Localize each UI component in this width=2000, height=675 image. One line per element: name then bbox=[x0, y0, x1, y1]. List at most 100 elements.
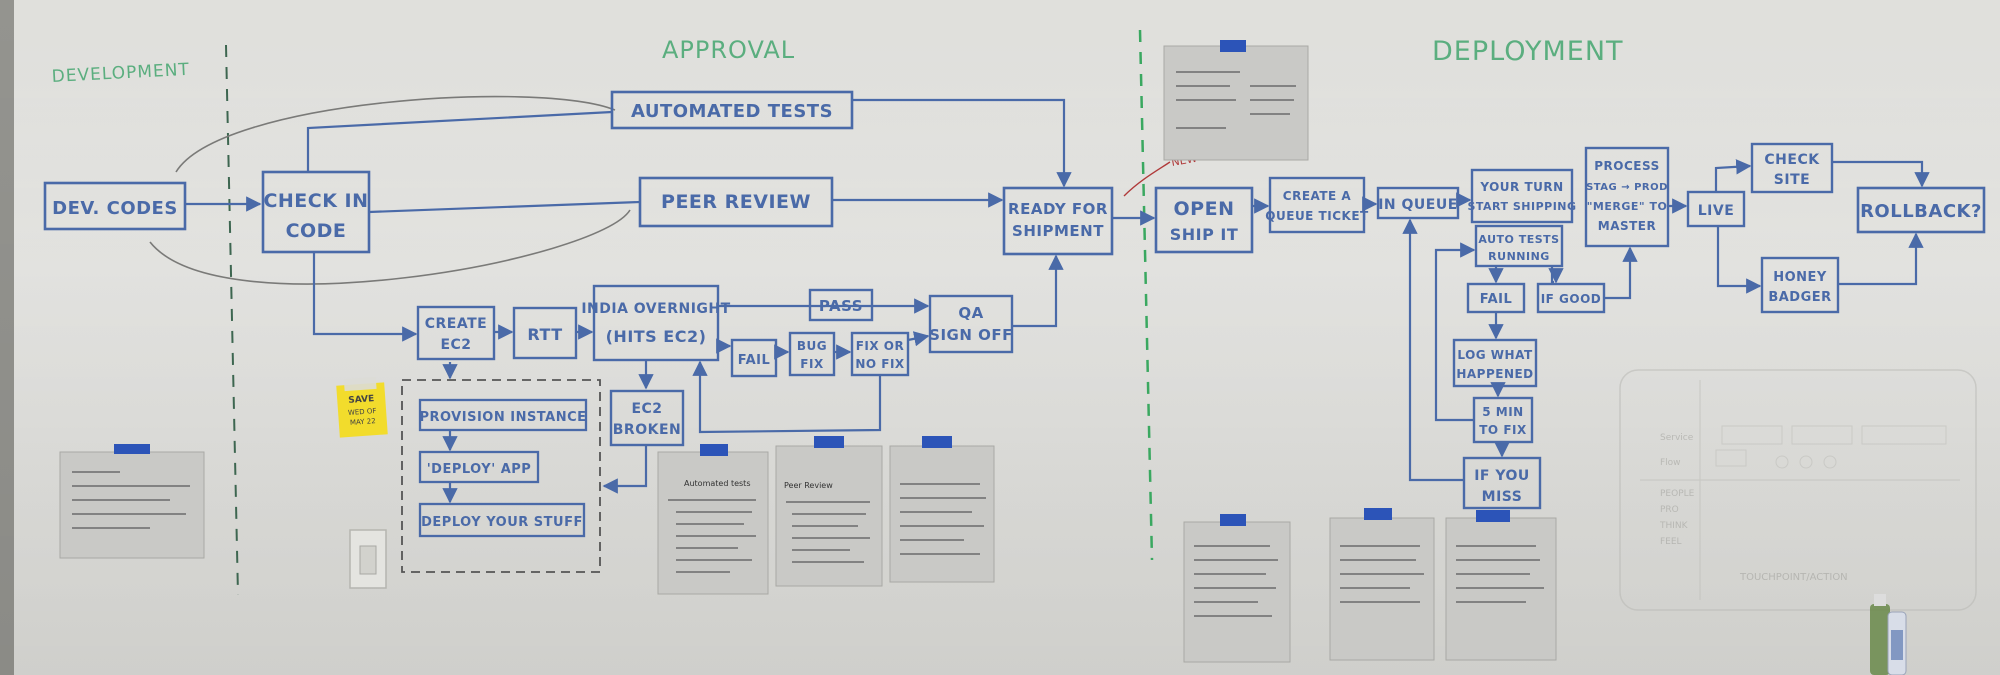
node-check-site: CHECK SITE bbox=[1750, 142, 1834, 194]
node-deploy-your-stuff: DEPLOY YOUR STUFF bbox=[418, 502, 586, 538]
arrow-checkin-to-ec2 bbox=[312, 252, 418, 342]
node-if-you-miss: IF YOU MISS bbox=[1462, 456, 1542, 510]
node-honey-badger-label-1: HONEY bbox=[1773, 270, 1827, 285]
divider-deployment bbox=[1138, 29, 1154, 561]
connectors bbox=[185, 98, 1930, 504]
node-provision-label: PROVISION INSTANCE bbox=[419, 410, 586, 425]
spray-bottles bbox=[1870, 594, 1907, 675]
arrow-miss-to-queue bbox=[1402, 218, 1464, 482]
node-auto-tests-label-2: RUNNING bbox=[1488, 250, 1550, 263]
node-ec2-broken-label-1: EC2 bbox=[631, 401, 662, 417]
node-automated-tests-label: AUTOMATED TESTS bbox=[631, 101, 833, 122]
node-your-turn-label-1: YOUR TURN bbox=[1479, 180, 1563, 194]
arrow-fivemin-to-auto bbox=[1434, 242, 1476, 422]
line-checkin-to-autotests bbox=[306, 110, 613, 172]
node-log-label-1: LOG WHAT bbox=[1457, 348, 1533, 362]
faint-sketch-row-2: Flow bbox=[1660, 458, 1681, 468]
node-deploy-stuff-label: DEPLOY YOUR STUFF bbox=[421, 515, 583, 530]
new-step-pointer bbox=[1123, 161, 1171, 197]
node-create-ec2-label-1: CREATE bbox=[425, 316, 487, 332]
paper-top-deploy bbox=[1163, 40, 1309, 161]
node-fix-or-no-fix: FIX OR NO FIX bbox=[850, 331, 910, 377]
section-approval: APPROVAL bbox=[662, 36, 795, 64]
node-your-turn: YOUR TURN START SHIPPING bbox=[1467, 168, 1576, 224]
node-fix-or-label-2: NO FIX bbox=[855, 357, 905, 371]
node-ec2-broken-label-2: BROKEN bbox=[613, 422, 681, 438]
node-ready-for-shipment: READY FOR SHIPMENT bbox=[1002, 186, 1114, 256]
node-your-turn-label-2: START SHIPPING bbox=[1467, 200, 1576, 213]
node-queue-ticket-label-2: QUEUE TICKET bbox=[1265, 209, 1369, 223]
paper-bottom-2 bbox=[1329, 508, 1435, 661]
paper-qa bbox=[889, 436, 995, 583]
node-dev-codes-label: DEV. CODES bbox=[52, 198, 178, 219]
feedback-curve-top bbox=[175, 95, 616, 173]
paper-automated-tests-title: Automated tests bbox=[684, 479, 750, 488]
node-peer-review-label: PEER REVIEW bbox=[661, 191, 811, 213]
node-ready-label-1: READY FOR bbox=[1008, 200, 1108, 218]
node-open-label-2: SHIP IT bbox=[1170, 225, 1239, 244]
node-open-ship-it: OPEN SHIP IT bbox=[1154, 186, 1254, 254]
node-log-label-2: HAPPENED bbox=[1456, 367, 1533, 381]
arrow-live-to-badger bbox=[1716, 226, 1762, 294]
light-switch bbox=[349, 529, 387, 589]
ec2-setup-group bbox=[401, 379, 601, 573]
faint-sketch-row-1: Service bbox=[1660, 433, 1694, 443]
node-automated-tests: AUTOMATED TESTS bbox=[610, 90, 854, 130]
node-india-overnight: INDIA OVERNIGHT (HITS EC2) bbox=[581, 284, 730, 362]
faint-sketch-row-3: PEOPLE bbox=[1660, 489, 1695, 499]
node-check-in-label-1: CHECK IN bbox=[263, 190, 368, 212]
paper-bottom-1 bbox=[1183, 514, 1291, 663]
faint-sketch-row-5: THINK bbox=[1659, 521, 1689, 531]
node-live-label: LIVE bbox=[1698, 203, 1735, 219]
paper-peer-review-title: Peer Review bbox=[784, 481, 833, 490]
feedback-curve-bottom bbox=[149, 209, 631, 285]
node-process-label-4: MASTER bbox=[1598, 219, 1657, 233]
node-qa-label-2: SIGN OFF bbox=[929, 326, 1013, 344]
node-process-label-2: STAG → PROD bbox=[1586, 182, 1668, 193]
faint-sketch-row-6: FEEL bbox=[1660, 537, 1682, 547]
node-if-good-label: IF GOOD bbox=[1541, 292, 1602, 306]
faint-sketch-row-4: PRO bbox=[1660, 505, 1679, 515]
node-rtt-label: RTT bbox=[527, 325, 562, 344]
node-if-you-label-2: MISS bbox=[1482, 489, 1523, 505]
node-create-ec2-label-2: EC2 bbox=[440, 337, 471, 353]
faint-service-blueprint-sketch: Service Flow PEOPLE PRO THINK FEEL TOUCH… bbox=[1619, 369, 1977, 611]
arrow-autotests-to-ready bbox=[852, 98, 1072, 188]
sticky-note-line-3: MAY 22 bbox=[350, 417, 376, 427]
paper-peer-review: Peer Review bbox=[775, 436, 883, 587]
arrow-fix-loop-to-india bbox=[692, 360, 882, 434]
node-bug-fix-label-2: FIX bbox=[800, 357, 824, 371]
node-process-label-1: PROCESS bbox=[1594, 159, 1660, 173]
node-india-label-1: INDIA OVERNIGHT bbox=[581, 301, 730, 317]
node-if-you-label-1: IF YOU bbox=[1474, 468, 1530, 484]
sticky-note-line-1: SAVE bbox=[348, 394, 375, 406]
node-rollback: ROLLBACK? bbox=[1856, 186, 1986, 234]
node-in-queue-label: IN QUEUE bbox=[1378, 197, 1458, 213]
node-bug-fix-label-1: BUG bbox=[797, 339, 827, 353]
node-auto-tests-running: AUTO TESTS RUNNING bbox=[1474, 224, 1564, 268]
node-queue-ticket-label-1: CREATE A bbox=[1283, 189, 1352, 203]
sticky-note-line-2: WED OF bbox=[348, 407, 377, 417]
node-provision-instance: PROVISION INSTANCE bbox=[418, 398, 588, 432]
section-deployment: DEPLOYMENT bbox=[1432, 36, 1624, 67]
node-ready-label-2: SHIPMENT bbox=[1012, 222, 1104, 240]
node-open-label-1: OPEN bbox=[1174, 198, 1235, 220]
line-checkin-to-peer bbox=[368, 200, 641, 214]
paper-bottom-3 bbox=[1445, 510, 1557, 661]
node-fail-deploy-label: FAIL bbox=[1480, 292, 1513, 307]
node-fix-or-label-1: FIX OR bbox=[856, 339, 905, 353]
node-qa-sign-off: QA SIGN OFF bbox=[928, 294, 1014, 354]
arrow-live-to-check bbox=[1714, 159, 1752, 192]
node-check-site-label-1: CHECK bbox=[1764, 152, 1820, 168]
arrow-good-to-process bbox=[1604, 246, 1638, 300]
node-five-min-label-2: TO FIX bbox=[1479, 423, 1527, 437]
arrow-badger-to-rollback bbox=[1838, 232, 1924, 286]
arrow-qa-to-ready bbox=[1012, 254, 1064, 328]
node-honey-badger-label-2: BADGER bbox=[1768, 290, 1831, 305]
arrow-broken-to-group bbox=[602, 445, 648, 494]
node-process-label-3: "MERGE" TO bbox=[1587, 200, 1668, 213]
node-check-in-label-2: CODE bbox=[286, 220, 347, 242]
node-dev-codes: DEV. CODES bbox=[43, 181, 187, 231]
